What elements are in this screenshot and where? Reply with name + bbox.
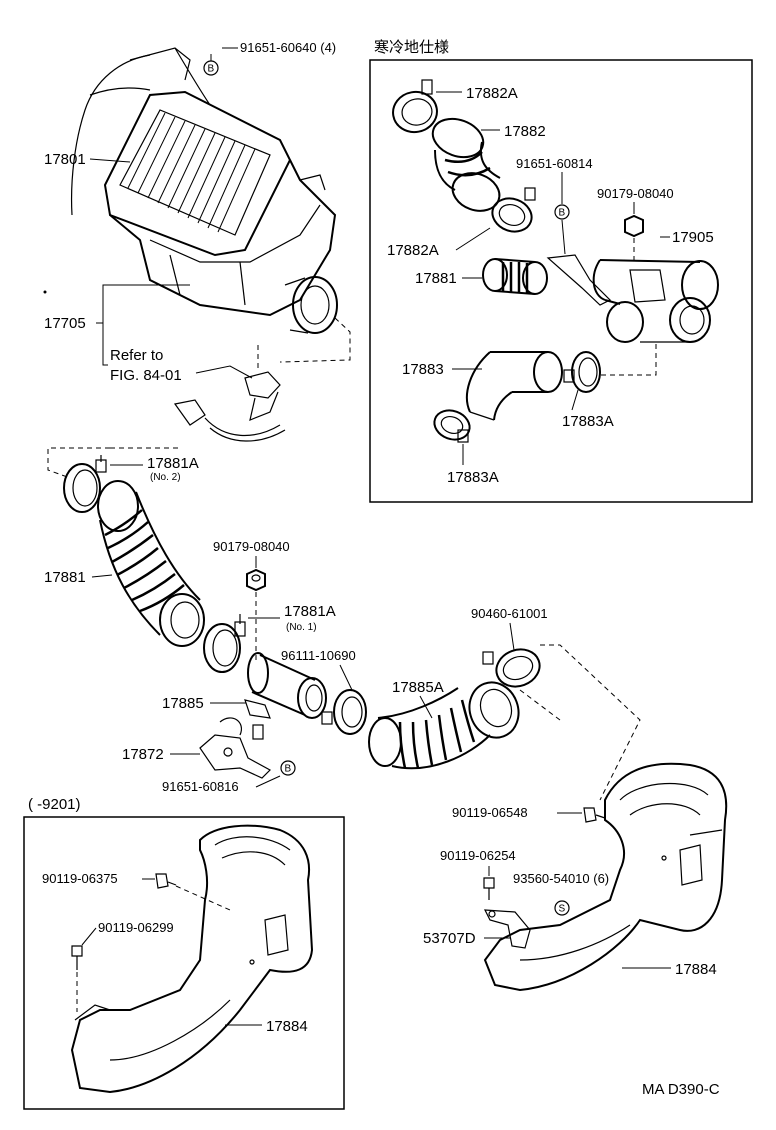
label-90119-06254: 90119-06254 [440, 848, 516, 863]
clamp-17882a-bottom [491, 187, 536, 233]
stray-dot [43, 290, 47, 294]
label-17885a: 17885A [392, 679, 444, 696]
label-17884-left: 17884 [266, 1018, 308, 1035]
label-91651-60816: 91651-60816 [162, 779, 239, 794]
label-17881-main: 17881 [44, 569, 86, 586]
bolt-b-marker-top: B [203, 47, 238, 76]
hose-17883 [465, 351, 563, 421]
label-17881-cold: 17881 [415, 270, 457, 287]
clamp-17881a-no1 [203, 614, 246, 673]
label-17883a-bottom: 17883A [447, 469, 499, 486]
hose-17881 [97, 480, 205, 647]
nut-90179-08040-cold [624, 214, 644, 238]
clamp-17882a-top [392, 79, 438, 134]
label-17882a-bottom: 17882A [387, 242, 439, 259]
nut-90179-08040 [246, 568, 266, 592]
label-91651-60640: 91651-60640 (4) [240, 40, 336, 55]
clamp-96111-10690 [321, 689, 367, 735]
label-96111-10690: 96111-10690 [281, 648, 356, 663]
bolt-90119-06548 [583, 807, 606, 823]
label-17885: 17885 [162, 695, 204, 712]
label-53707d: 53707D [423, 930, 476, 947]
label-17883: 17883 [402, 361, 444, 378]
valve-17905 [592, 259, 719, 343]
label-90119-06375: 90119-06375 [42, 871, 118, 886]
pipe-17885 [244, 652, 327, 719]
label-17801: 17801 [44, 151, 86, 168]
air-duct-17884-left [70, 824, 314, 1094]
label-90119-06299: 90119-06299 [98, 920, 174, 935]
hose-17885a [368, 681, 520, 770]
b-marker-text: B [559, 208, 566, 219]
bracket-53707d [483, 909, 531, 949]
label-17882a-top: 17882A [466, 85, 518, 102]
bolt-90119-06375 [155, 873, 177, 889]
clamp-90460-61001 [482, 648, 541, 688]
refer-fig-text[interactable]: FIG. 84-01 [110, 367, 182, 384]
clamp-17883a-bottom [433, 409, 471, 443]
refer-to-text: Refer to [110, 347, 163, 364]
label-17883a-right: 17883A [562, 413, 614, 430]
variant-title: ( -9201) [28, 796, 81, 813]
clamp-17881a-no2 [63, 455, 107, 513]
label-90179-08040-main: 90179-08040 [213, 539, 290, 554]
sensor-harness [173, 371, 286, 442]
label-no1: (No. 1) [286, 622, 317, 633]
label-17882: 17882 [504, 123, 546, 140]
bolt-90119-06254 [483, 877, 495, 900]
label-17881a-no1: 17881A [284, 603, 336, 620]
bolt-90119-06299 [71, 945, 83, 970]
figure-code: MA D390-C [642, 1081, 720, 1098]
label-17872: 17872 [122, 746, 164, 763]
label-93560-54010: 93560-54010 (6) [513, 871, 609, 886]
label-90179-08040-cold: 90179-08040 [597, 186, 674, 201]
variant-box [23, 816, 345, 1110]
label-17905: 17905 [672, 229, 714, 246]
label-17881a-no2: 17881A [147, 455, 199, 472]
hose-17882 [431, 117, 501, 212]
label-91651-60814: 91651-60814 [516, 156, 593, 171]
hose-17881-cold [482, 258, 548, 295]
s-marker-text: S [559, 904, 566, 915]
label-90119-06548: 90119-06548 [452, 805, 528, 820]
cold-area-title: 寒冷地仕様 [374, 38, 449, 56]
label-90460-61001: 90460-61001 [471, 606, 548, 621]
label-no2: (No. 2) [150, 472, 181, 483]
b-marker-text: B [208, 64, 215, 75]
label-17884-right: 17884 [675, 961, 717, 978]
cold-area-box [369, 59, 753, 503]
b-marker-text: B [285, 764, 292, 775]
bolt-b-marker-mid: B [280, 760, 296, 776]
air-duct-17884-right [483, 762, 728, 992]
air-cleaner-assembly [70, 47, 338, 334]
bolt-b-marker-cold: B [554, 204, 570, 220]
clamp-17883a-right [563, 351, 601, 393]
label-17705: 17705 [44, 315, 86, 332]
screw-s-marker: S [554, 900, 570, 916]
bracket-17872 [199, 717, 271, 779]
air-filter-element [127, 112, 256, 233]
